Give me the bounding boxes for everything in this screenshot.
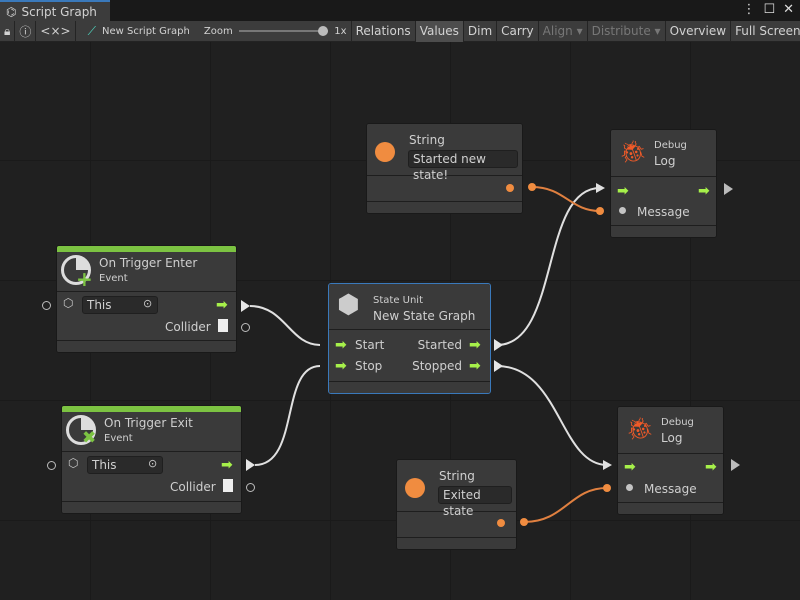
close-icon[interactable]: ✕ <box>783 2 794 17</box>
debug-log-node-1[interactable]: 🐞︎ Debug Log ➡ ➡ Message <box>610 129 717 238</box>
full-screen-button[interactable]: Full Screen <box>731 21 800 42</box>
relations-button[interactable]: Relations <box>352 20 416 42</box>
wire-string2-message[interactable] <box>523 487 608 523</box>
zoom-slider[interactable] <box>238 26 329 36</box>
target-input-port[interactable] <box>47 461 56 470</box>
started-output-port[interactable] <box>494 339 503 351</box>
wire-stopped-log2[interactable] <box>496 365 608 466</box>
string-value-field[interactable]: Started new state! <box>408 150 518 182</box>
flow-output-arrow-icon[interactable]: ➡ <box>705 459 717 475</box>
lock-icon: 🔒︎ <box>4 23 11 38</box>
align-dropdown[interactable]: Align ▾ <box>539 20 588 42</box>
overview-button[interactable]: Overview <box>666 20 732 42</box>
dim-button[interactable]: Dim <box>464 20 498 42</box>
collider-output-port[interactable] <box>241 323 250 332</box>
graph-name[interactable]: New Script Graph <box>101 25 190 37</box>
cube-icon: ⬡ <box>68 456 79 470</box>
flow-output-port[interactable] <box>731 459 740 471</box>
info-icon: ⓘ <box>19 24 32 39</box>
string-node-started[interactable]: String Started new state! <box>366 123 523 214</box>
on-trigger-enter-node[interactable]: + On Trigger Enter Event ⬡ This ⊙ ➡ Coll… <box>56 245 237 353</box>
string-value-field[interactable]: Exited state <box>438 486 512 518</box>
info-button[interactable]: ⓘ <box>15 20 37 42</box>
collider-output-port[interactable] <box>246 483 255 492</box>
start-input-arrow-icon[interactable]: ➡ <box>335 337 347 353</box>
carry-button[interactable]: Carry <box>497 20 539 42</box>
wire-enter-start[interactable] <box>249 305 321 346</box>
bug-icon: 🐞︎ <box>626 417 654 442</box>
wire-string1-message[interactable] <box>531 186 601 212</box>
distribute-dropdown[interactable]: Distribute ▾ <box>588 20 666 42</box>
wire-exit-stop[interactable] <box>254 365 321 466</box>
trigger-event-icon <box>66 415 96 445</box>
lock-button[interactable]: 🔒︎ <box>0 20 16 42</box>
flow-output-arrow-icon[interactable]: ➡ <box>221 457 233 473</box>
graph-canvas[interactable]: String Started new state! 🐞︎ Debug Log ➡… <box>0 42 800 600</box>
bug-icon: 🐞︎ <box>619 140 647 165</box>
stopped-output-arrow-icon[interactable]: ➡ <box>469 358 481 374</box>
collider-icon <box>223 479 233 492</box>
flow-input-arrow-icon[interactable]: ➡ <box>617 183 629 199</box>
target-field[interactable]: This <box>82 296 158 314</box>
flow-output-port[interactable] <box>724 183 733 195</box>
string-output-port[interactable] <box>497 519 505 527</box>
flow-output-arrow-icon[interactable]: ➡ <box>698 183 710 199</box>
target-input-port[interactable] <box>42 301 51 310</box>
stop-input-arrow-icon[interactable]: ➡ <box>335 358 347 374</box>
object-picker-icon[interactable]: ⊙ <box>148 457 158 470</box>
object-picker-icon[interactable]: ⊙ <box>143 297 153 310</box>
flow-output-arrow-icon[interactable]: ➡ <box>216 297 228 313</box>
enter-flow-output-port[interactable] <box>241 300 250 312</box>
tab-bar: ⌬ Script Graph ⋮ ☐ ✕ <box>0 0 800 21</box>
plus-icon: + <box>76 267 93 291</box>
hierarchy-icon: ⌬ <box>6 4 17 19</box>
connections <box>249 183 612 526</box>
string-icon <box>405 478 425 498</box>
debug-log-node-2[interactable]: 🐞︎ Debug Log ➡ ➡ Message <box>617 406 724 515</box>
exit-flow-output-port[interactable] <box>246 459 255 471</box>
string-node-exited[interactable]: String Exited state <box>396 459 517 550</box>
string-icon <box>375 142 395 162</box>
message-port[interactable] <box>626 484 633 491</box>
trigger-event-icon <box>61 255 91 285</box>
message-port[interactable] <box>619 207 626 214</box>
stopped-output-port[interactable] <box>494 360 503 372</box>
cube-icon: ⬡ <box>63 296 74 310</box>
graph-icon: ⟋ <box>87 23 96 38</box>
on-trigger-exit-node[interactable]: ✖ On Trigger Exit Event ⬡ This ⊙ ➡ Colli… <box>61 405 242 514</box>
more-icon[interactable]: ⋮ <box>742 2 756 17</box>
state-unit-node[interactable]: ⬢ State Unit New State Graph ➡ Start Sta… <box>328 283 491 394</box>
flow-input-arrow-icon[interactable]: ➡ <box>624 459 636 475</box>
graph-controls: ⟋ New Script Graph Zoom 1x <box>76 20 352 42</box>
values-button[interactable]: Values <box>415 20 464 42</box>
code-button[interactable]: <×> <box>36 20 76 42</box>
collider-icon <box>218 319 228 332</box>
toolbar: 🔒︎ ⓘ <×> ⟋ New Script Graph Zoom 1x Rela… <box>0 20 800 42</box>
started-output-arrow-icon[interactable]: ➡ <box>469 337 481 353</box>
wire-started-log1[interactable] <box>496 187 601 346</box>
target-field[interactable]: This <box>87 456 163 474</box>
tab-script-graph[interactable]: ⌬ Script Graph <box>0 0 110 21</box>
state-unit-icon: ⬢ <box>337 290 360 320</box>
maximize-icon[interactable]: ☐ <box>763 2 776 17</box>
string-output-port[interactable] <box>506 184 514 192</box>
cross-icon: ✖ <box>82 428 97 448</box>
